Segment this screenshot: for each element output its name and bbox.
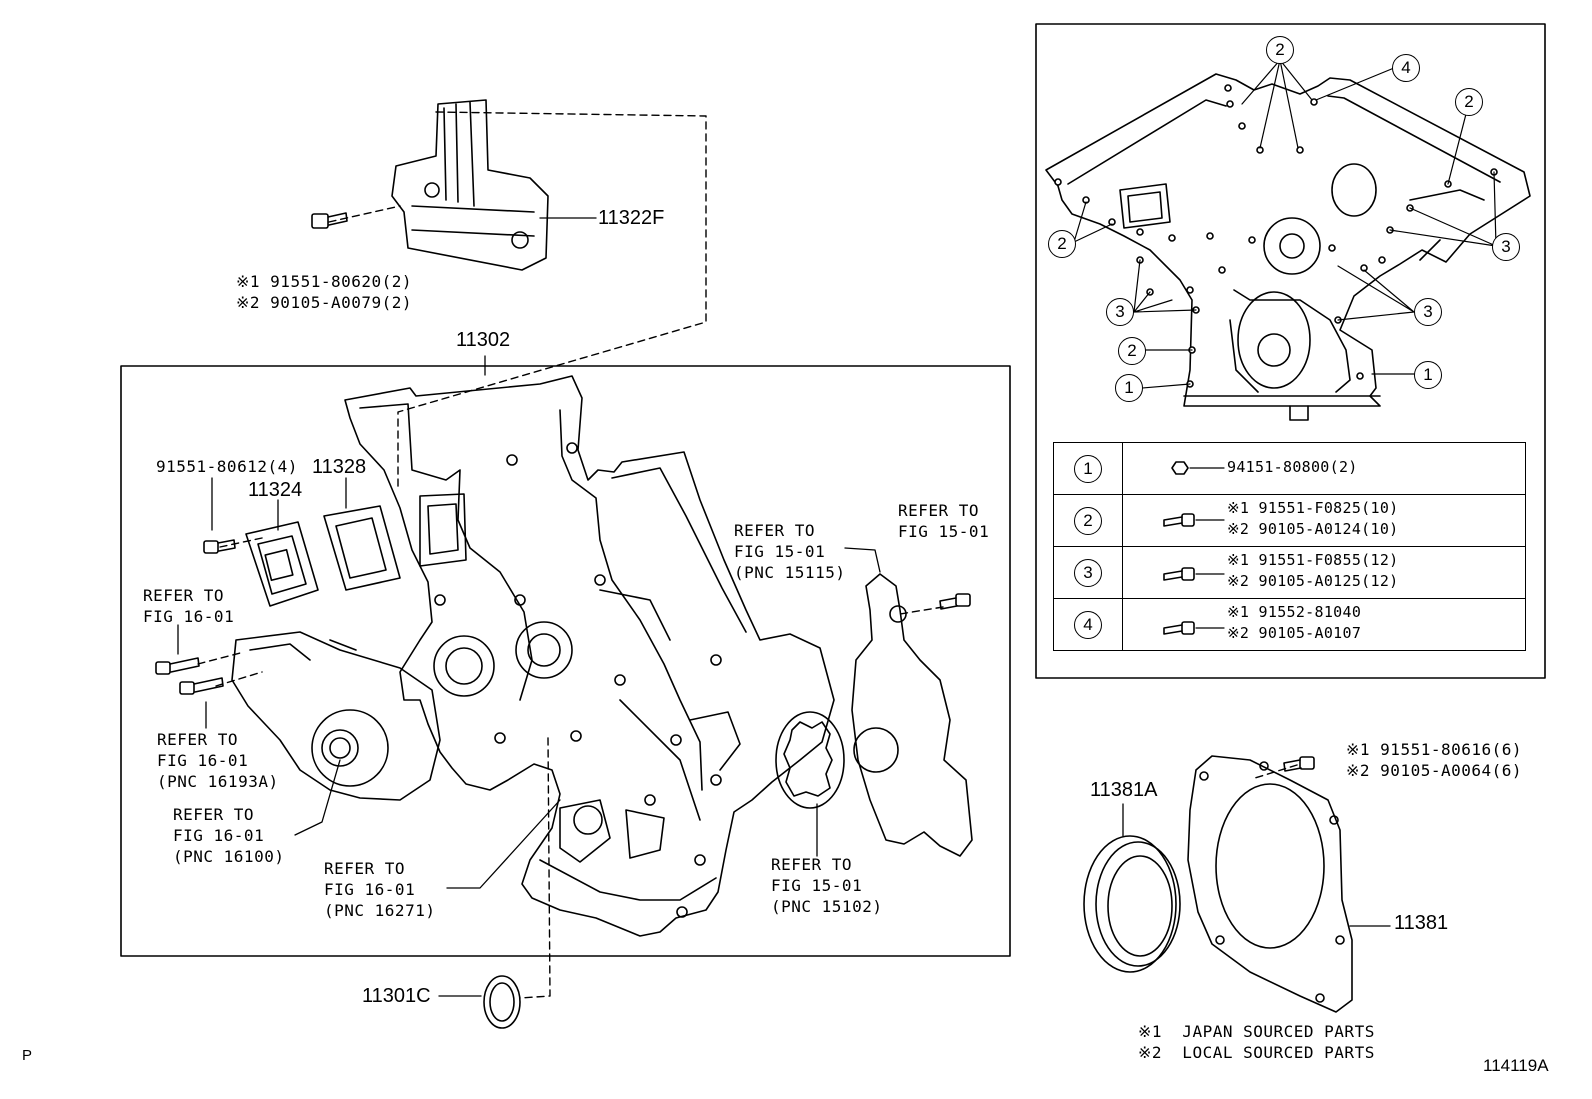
water-pump (231, 631, 441, 801)
refer-fig16-d-line2: FIG 16-01 (324, 880, 416, 899)
legend-row: 3 ※1 91551-F0855(12) ※2 90105-A0125(12) (1053, 546, 1526, 599)
bolt-legend-table: 1 94151-80800(2) 2 ※1 91551-F0825(10) ※2 … (1053, 442, 1526, 651)
part-11302-label: 11302 (456, 329, 511, 351)
legend-line2: ※2 90105-A0125(12) (1227, 572, 1399, 590)
leader-lines (177, 217, 1391, 997)
legend-row: 1 94151-80800(2) (1053, 442, 1526, 495)
timing-cover-upper-piece (391, 99, 549, 271)
bolt-rear-line2: ※2 90105-A0064(6) (1346, 761, 1523, 780)
front-oil-seal-11301c (483, 975, 521, 1029)
refer-fig16-b-line3: (PNC 16193A) (157, 772, 279, 791)
bolt-11322f-icon (311, 212, 348, 229)
legend-num: 1 (1074, 454, 1102, 483)
rear-seal-retainer-11381 (1187, 755, 1353, 1013)
inset-callout-4: 4 (1392, 54, 1420, 82)
note-japan-sourced: ※1 JAPAN SOURCED PARTS (1138, 1022, 1375, 1041)
refer-fig16-b-line2: FIG 16-01 (157, 751, 249, 770)
refer-fig15-a-line2: FIG 15-01 (734, 542, 826, 561)
legend-line2: ※2 90105-A0124(10) (1227, 520, 1399, 538)
legend-row: 2 ※1 91551-F0825(10) ※2 90105-A0124(10) (1053, 494, 1526, 547)
bolt-pump-lower-icon (179, 677, 224, 695)
gasket-11328 (323, 505, 401, 591)
refer-fig15-a-line1: REFER TO (734, 521, 816, 540)
bolt-pump-upper-icon (155, 657, 200, 675)
inset-callout-3-left: 3 (1106, 298, 1134, 326)
bolt-11322f-line2: ※2 90105-A0079(2) (236, 293, 413, 312)
refer-fig15-c-line3: (PNC 15102) (771, 897, 883, 916)
part-11322f-label: 11322F (598, 207, 665, 229)
inset-callout-2-lower: 2 (1118, 337, 1146, 365)
refer-fig16-c-line1: REFER TO (173, 805, 255, 824)
legend-line1: ※1 91551-F0825(10) (1227, 499, 1399, 517)
inset-callout-3-mid: 3 (1414, 298, 1442, 326)
inset-callout-2-right: 2 (1455, 88, 1483, 116)
bolt-rear-line1: ※1 91551-80616(6) (1346, 740, 1523, 759)
inset-callout-1-right: 1 (1414, 361, 1442, 389)
refer-fig16-d-line3: (PNC 16271) (324, 901, 436, 920)
inset-callout-3-right: 3 (1492, 233, 1520, 261)
inset-callout-2-left: 2 (1048, 230, 1076, 258)
part-11324-label: 11324 (248, 479, 303, 501)
inset-frame (1035, 23, 1546, 679)
bolt-oil-pump-icon (939, 593, 971, 610)
refer-fig16-a-line2: FIG 16-01 (143, 607, 235, 626)
legend-line1: ※1 91552-81040 (1227, 603, 1362, 621)
bolt-cover-label: 91551-80612(4) (156, 457, 298, 476)
main-assembly-frame (120, 365, 1011, 957)
bolt-retainer-icon (1283, 756, 1315, 772)
refer-fig16-c-line2: FIG 16-01 (173, 826, 265, 845)
rear-oil-seal-11381a (1083, 835, 1181, 973)
refer-fig15-c-line1: REFER TO (771, 855, 853, 874)
part-11381-label: 11381 (1394, 912, 1449, 934)
bolt-91551-80612-icon (203, 539, 236, 554)
refer-fig15-b-line2: FIG 15-01 (898, 522, 990, 541)
legend-row: 4 ※1 91552-81040 ※2 90105-A0107 (1053, 598, 1526, 651)
refer-fig16-a-line1: REFER TO (143, 586, 225, 605)
refer-fig16-c-line3: (PNC 16100) (173, 847, 285, 866)
bolt-11322f-line1: ※1 91551-80620(2) (236, 272, 413, 291)
figure-id: 114119A (1483, 1056, 1549, 1075)
legend-line2: ※2 90105-A0107 (1227, 624, 1362, 642)
refer-fig15-c-line2: FIG 15-01 (771, 876, 863, 895)
part-11328-label: 11328 (312, 456, 367, 478)
refer-fig16-b-line1: REFER TO (157, 730, 239, 749)
legend-num: 3 (1074, 558, 1102, 587)
timing-chain-cover-outline (344, 375, 835, 937)
inset-cover-outline (1045, 59, 1531, 421)
part-11301c-label: 11301C (362, 985, 431, 1007)
legend-num: 4 (1074, 610, 1102, 639)
inset-callout-2-top: 2 (1266, 36, 1294, 64)
gasket-11324 (245, 521, 319, 607)
oil-pump-body (851, 573, 973, 857)
part-11381a-label: 11381A (1090, 779, 1158, 801)
note-local-sourced: ※2 LOCAL SOURCED PARTS (1138, 1043, 1375, 1062)
legend-line1: 94151-80800(2) (1227, 458, 1358, 476)
corner-marker: P (22, 1047, 33, 1064)
legend-num: 2 (1074, 506, 1102, 535)
oil-pump-rotor (775, 711, 845, 809)
inset-callout-1-left: 1 (1115, 374, 1143, 402)
refer-fig15-b-line1: REFER TO (898, 501, 980, 520)
legend-line1: ※1 91551-F0855(12) (1227, 551, 1399, 569)
refer-fig15-a-line3: (PNC 15115) (734, 563, 846, 582)
refer-fig16-d-line1: REFER TO (324, 859, 406, 878)
dashed-leaders (197, 111, 1298, 999)
